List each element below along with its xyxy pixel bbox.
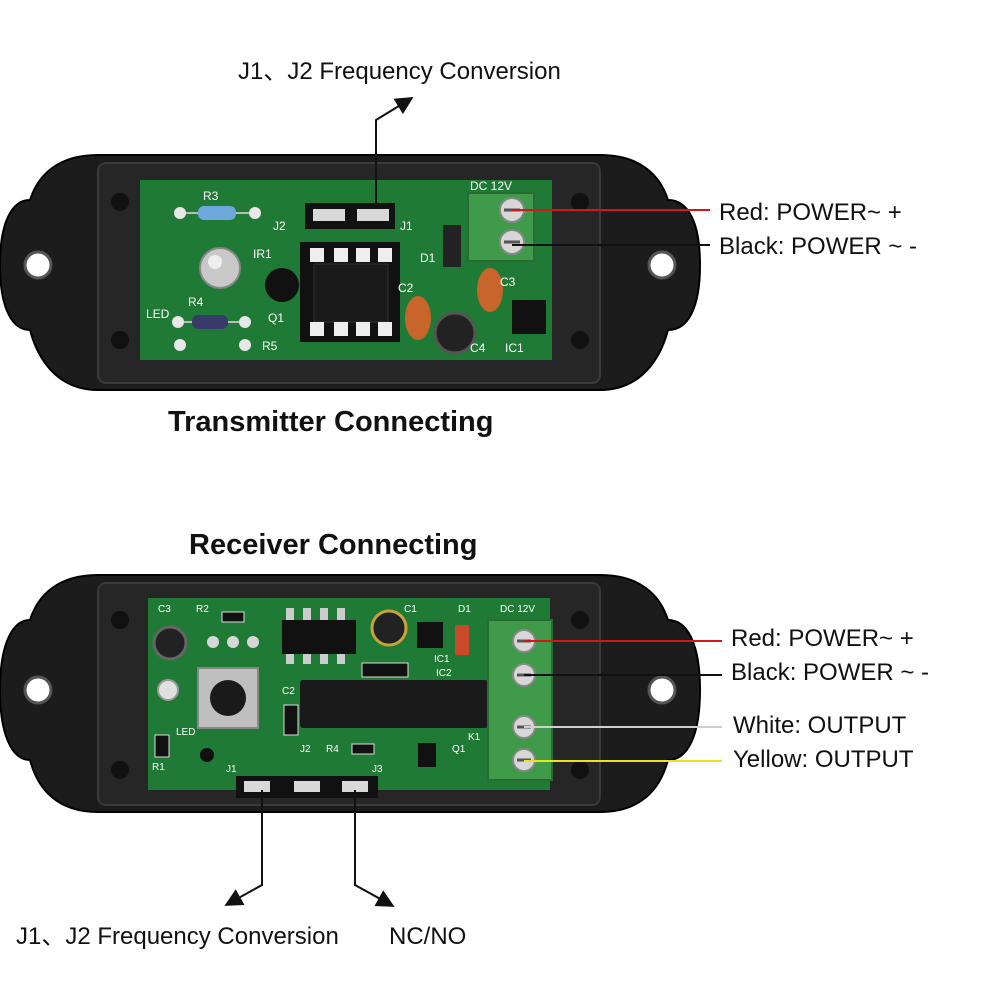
receiver-power-negative-label: Black: POWER ~ - xyxy=(731,659,930,686)
ic1-regulator xyxy=(512,300,546,334)
mounting-hole xyxy=(647,675,677,705)
receiver-jumper-label: J1、J2 Frequency Conversion xyxy=(16,923,339,950)
jumper-headers xyxy=(305,203,395,229)
silk-q1: Q1 xyxy=(268,311,284,325)
silk-ir1: IR1 xyxy=(253,247,272,261)
silk-ic1: IC1 xyxy=(505,341,524,355)
silk-c3: C3 xyxy=(500,275,516,289)
transmitter-jumper-arrow xyxy=(375,97,414,208)
transistor-q1 xyxy=(265,268,299,302)
silk-led: LED xyxy=(176,727,195,738)
transmitter-heading: Transmitter Connecting xyxy=(168,406,494,438)
silk-j3: J3 xyxy=(372,764,383,775)
ic-socket xyxy=(300,242,400,342)
receiver-power-positive-label: Red: POWER~ + xyxy=(731,625,914,652)
receiver-heading: Receiver Connecting xyxy=(189,529,478,561)
transmitter-power-positive-label: Red: POWER~ + xyxy=(719,199,902,226)
silk-r3: R3 xyxy=(203,189,219,203)
receiver-jumper-arrow xyxy=(224,790,263,906)
transmitter-device: R3 J2 J1 DC 12V IR1 D1 LED R4 Q1 C2 C3 R… xyxy=(0,154,702,391)
capacitor-c4 xyxy=(433,311,477,355)
receiver-jumper-headers xyxy=(236,776,378,798)
silk-j1: J1 xyxy=(226,764,237,775)
relay-k1 xyxy=(300,680,488,728)
transmitter-terminal-block xyxy=(467,192,535,262)
status-led xyxy=(157,679,179,701)
silk-c2: C2 xyxy=(282,686,295,697)
resistor xyxy=(172,315,251,329)
diode-d1 xyxy=(443,225,461,267)
ic-chip xyxy=(282,608,356,664)
silk-k1: K1 xyxy=(468,732,481,743)
silk-j2: J2 xyxy=(300,744,311,755)
capacitor-c2 xyxy=(405,296,431,340)
transmitter-jumper-label: J1、J2 Frequency Conversion xyxy=(238,58,561,85)
silk-d1: D1 xyxy=(420,251,436,265)
silk-r1: R1 xyxy=(152,762,165,773)
capacitor-c3 xyxy=(152,625,188,661)
receiver-output-yellow-label: Yellow: OUTPUT xyxy=(733,746,914,773)
capacitor-c1 xyxy=(370,609,408,647)
silk-r4: R4 xyxy=(326,744,339,755)
silk-q1: Q1 xyxy=(452,744,466,755)
silk-d1: D1 xyxy=(458,604,471,615)
resistor xyxy=(174,206,261,220)
silk-c1: C1 xyxy=(404,604,417,615)
silk-r2: R2 xyxy=(196,604,209,615)
mounting-hole xyxy=(647,250,677,280)
receiver-output-white-label: White: OUTPUT xyxy=(733,712,907,739)
transmitter-callouts xyxy=(375,97,710,246)
ir-led xyxy=(199,247,241,289)
receiver-terminal-block xyxy=(487,619,553,781)
silk-ic2: IC2 xyxy=(436,668,452,679)
receiver-callouts xyxy=(224,640,722,907)
silk-j2: J2 xyxy=(273,219,286,233)
silk-dc12v: DC 12V xyxy=(470,179,512,193)
receiver-ncno-arrow xyxy=(354,790,395,907)
mounting-hole xyxy=(23,250,53,280)
silk-r5: R5 xyxy=(262,339,278,353)
silk-r4: R4 xyxy=(188,295,204,309)
silk-c2: C2 xyxy=(398,281,414,295)
receiver-ncno-label: NC/NO xyxy=(389,923,467,950)
capacitor-c3 xyxy=(477,268,503,312)
silk-c4: C4 xyxy=(470,341,486,355)
receiver-device: C3 R2 C1 D1 DC 12V IC2 IC1 C2 LED R1 J2 … xyxy=(0,574,702,813)
silk-j1: J1 xyxy=(400,219,413,233)
transmitter-power-negative-label: Black: POWER ~ - xyxy=(719,233,918,260)
silk-dc12v: DC 12V xyxy=(500,604,535,615)
mounting-hole xyxy=(23,675,53,705)
silk-led: LED xyxy=(146,307,170,321)
silk-c3: C3 xyxy=(158,604,171,615)
silk-ic1: IC1 xyxy=(434,654,450,665)
